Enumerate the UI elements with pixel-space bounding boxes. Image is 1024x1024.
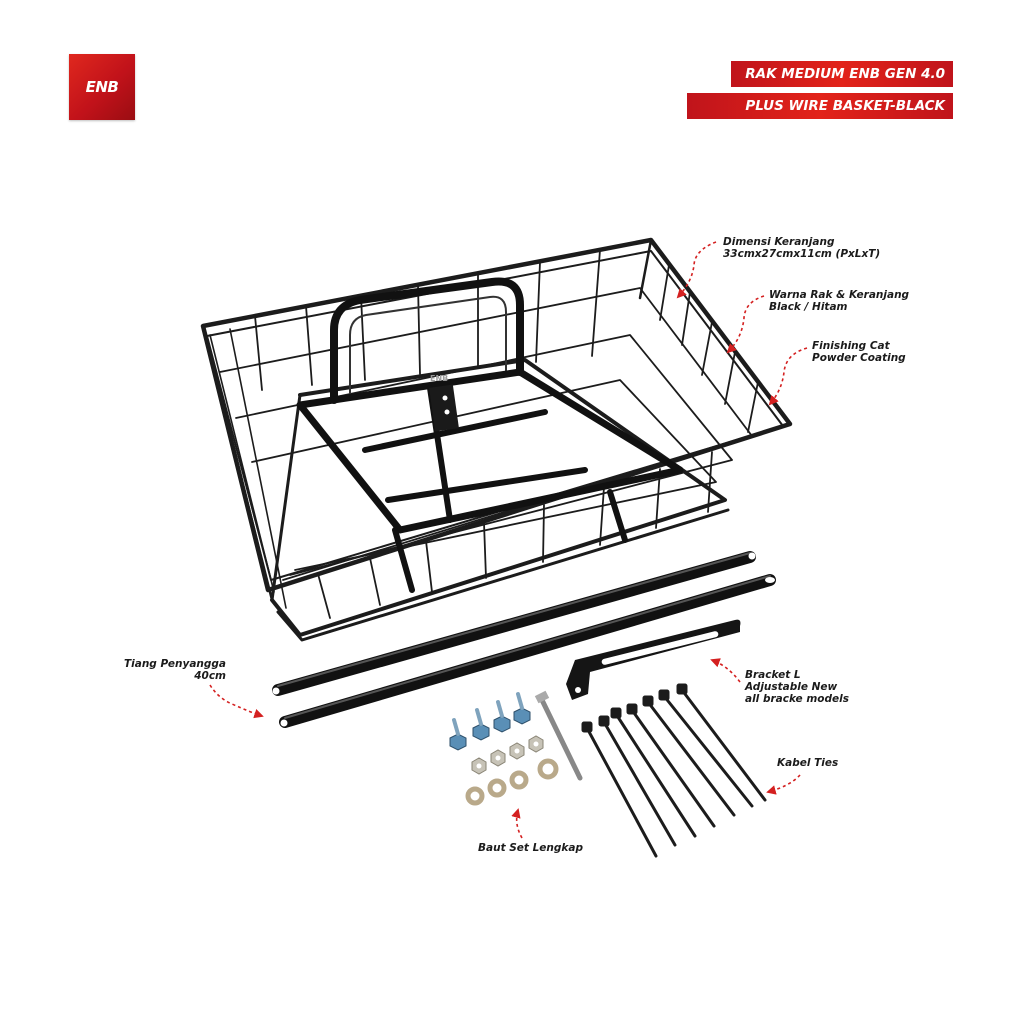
label-tiang-title: Tiang Penyangga <box>123 658 226 670</box>
rack-stamp: ENB <box>430 374 448 383</box>
bolt-set <box>449 690 583 806</box>
label-baut-title: Baut Set Lengkap <box>478 842 583 854</box>
label-bracket-line3: all bracke models <box>745 693 849 705</box>
label-warna-title: Warna Rak & Keranjang <box>769 289 910 301</box>
callout-finishing-arrow-icon <box>768 347 808 406</box>
support-struts <box>272 551 776 728</box>
label-warna-value: Black / Hitam <box>769 301 848 313</box>
callout-dimensi-arrow-icon <box>676 241 717 299</box>
label-kabel-title: Kabel Ties <box>777 757 839 769</box>
callout-kabel-arrow-icon <box>766 774 801 795</box>
label-finishing-title: Finishing Cat <box>812 340 890 352</box>
strut-1 <box>272 551 756 696</box>
callout-tiang-arrow-icon <box>209 684 264 719</box>
label-dimensi-title: Dimensi Keranjang <box>723 236 835 248</box>
rear-rack: ENB <box>296 277 684 593</box>
wire-basket <box>200 237 793 642</box>
label-tiang: Tiang Penyangga 40cm <box>118 658 226 682</box>
label-baut: Baut Set Lengkap <box>478 842 583 854</box>
rack-handle <box>330 277 524 404</box>
title-banner: RAK MEDIUM ENB GEN 4.0 <box>731 61 953 87</box>
strut-2 <box>279 574 776 728</box>
label-finishing-value: Powder Coating <box>812 352 906 364</box>
basket-top-rim <box>200 237 793 593</box>
label-kabel: Kabel Ties <box>777 757 838 769</box>
cable-ties <box>581 683 767 858</box>
label-finishing: Finishing Cat Powder Coating <box>812 340 906 364</box>
callout-baut-arrow-icon <box>511 808 523 839</box>
label-warna: Warna Rak & Keranjang Black / Hitam <box>769 289 909 313</box>
label-bracket-line2: Adjustable New <box>745 681 838 693</box>
label-dimensi: Dimensi Keranjang 33cmx27cmx11cm (PxLxT) <box>723 236 880 260</box>
logo-text: ENB <box>85 78 119 96</box>
enb-logo: ENB <box>69 54 135 120</box>
label-bracket: Bracket L Adjustable New all bracke mode… <box>745 669 849 705</box>
basket-bottom-frame <box>270 358 727 637</box>
label-bracket-title: Bracket L <box>745 669 801 681</box>
bracket-l <box>566 619 741 700</box>
callout-arrows <box>209 241 808 839</box>
label-dimensi-value: 33cmx27cmx11cm (PxLxT) <box>723 248 881 260</box>
callout-bracket-arrow-icon <box>710 658 741 683</box>
label-tiang-value: 40cm <box>194 670 226 682</box>
subtitle-banner: PLUS WIRE BASKET-BLACK COLOR <box>687 93 953 140</box>
callout-warna-arrow-icon <box>726 295 765 354</box>
